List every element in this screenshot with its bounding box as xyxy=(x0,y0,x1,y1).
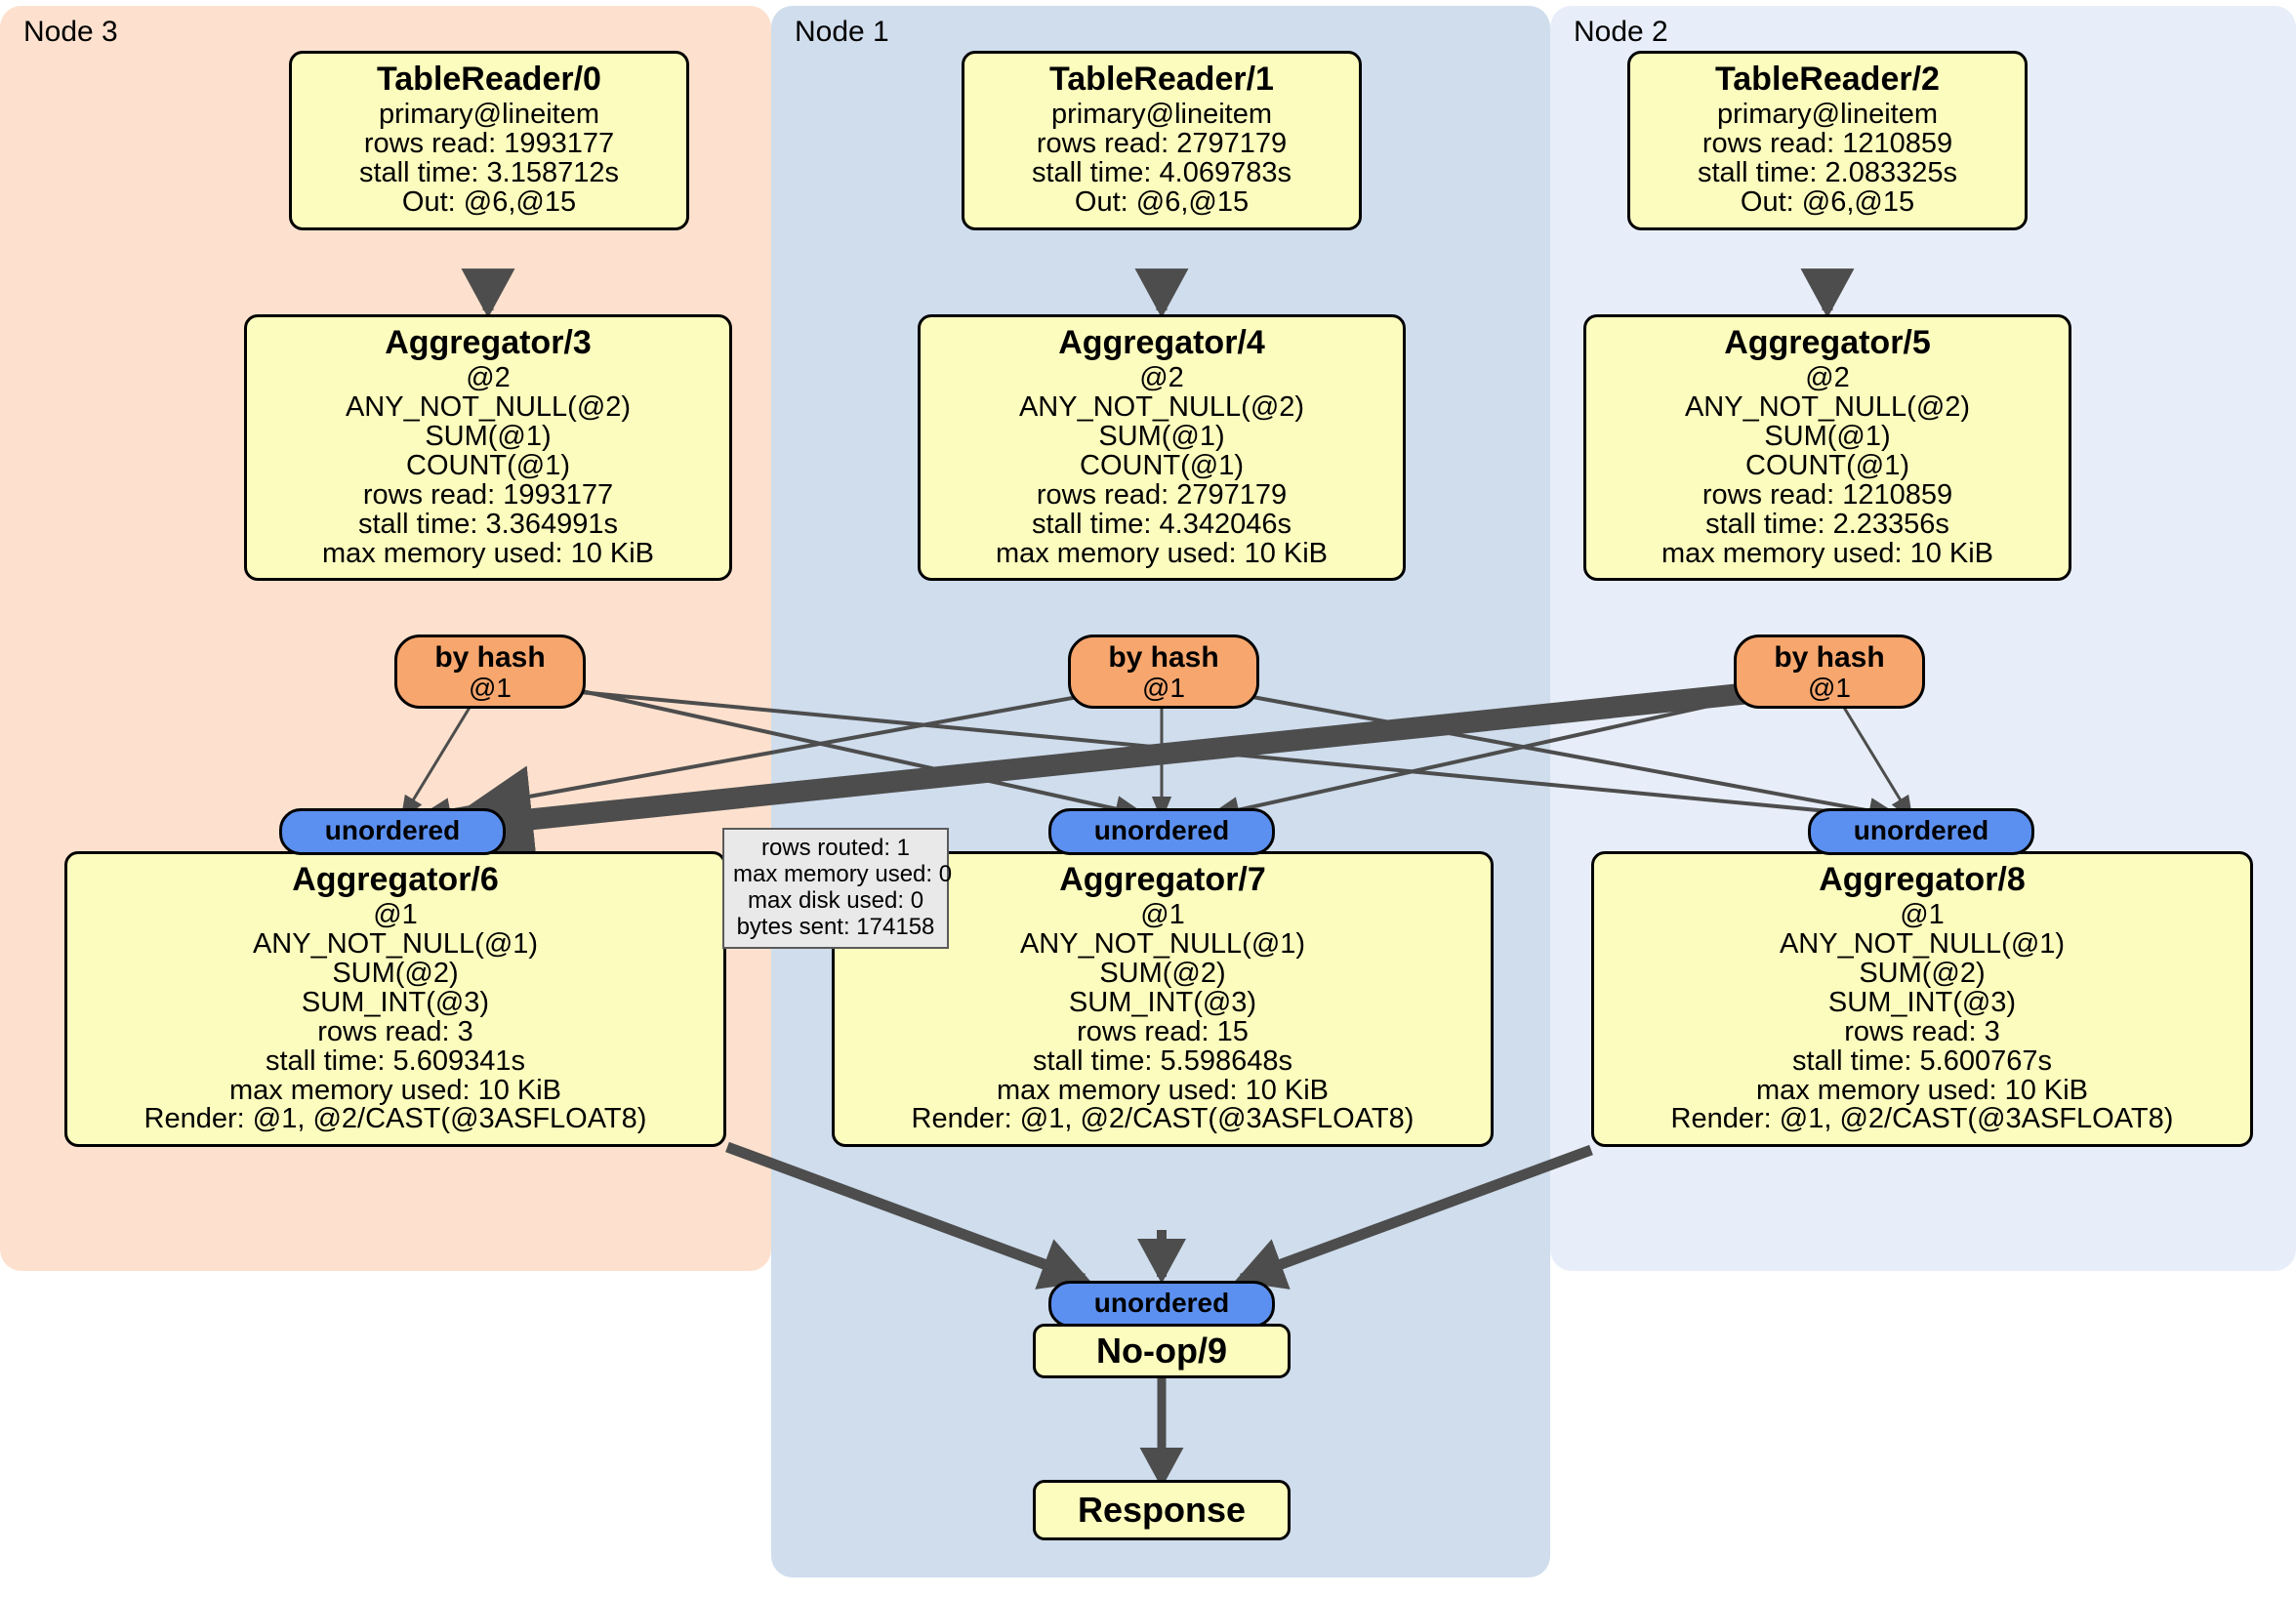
processor-detail-render: Render: @1, @2/CAST(@3ASFLOAT8) xyxy=(144,1103,647,1135)
processor-detail-rows-read: rows read: 3 xyxy=(1844,1015,2000,1047)
processor-detail-group-col: @2 xyxy=(1805,362,1850,394)
processor-detail-agg-2: SUM(@1) xyxy=(1764,421,1891,453)
router-by-hash-node-1[interactable]: by hash @1 xyxy=(1068,635,1259,709)
processor-title: TableReader/0 xyxy=(377,61,601,98)
processor-detail-group-col: @1 xyxy=(373,899,418,931)
processor-detail-max-memory: max memory used: 10 KiB xyxy=(228,1074,562,1106)
processor-no-op-9[interactable]: No-op/9 xyxy=(1033,1324,1291,1378)
processor-detail-render: Render: @1, @2/CAST(@3ASFLOAT8) xyxy=(911,1103,1414,1135)
processor-tablereader-0[interactable]: TableReader/0 primary@lineitem rows read… xyxy=(289,51,689,230)
processor-title: Aggregator/7 xyxy=(1059,861,1266,898)
processor-detail-rows-read: rows read: 1993177 xyxy=(363,128,615,160)
processor-detail-out: Out: @6,@15 xyxy=(1740,186,1915,219)
processor-aggregator-6[interactable]: Aggregator/6 @1 ANY_NOT_NULL(@1) SUM(@2)… xyxy=(64,851,726,1148)
synchronizer-unordered-node-1[interactable]: unordered xyxy=(1048,808,1275,855)
processor-detail-stall-time: stall time: 5.609341s xyxy=(266,1044,525,1077)
processor-detail-agg-1: ANY_NOT_NULL(@1) xyxy=(1779,928,2066,961)
processor-detail-max-memory: max memory used: 10 KiB xyxy=(995,537,1329,569)
processor-detail-group-col: @1 xyxy=(1900,899,1945,931)
processor-detail-max-memory: max memory used: 10 KiB xyxy=(1755,1074,2089,1106)
processor-detail-max-memory: max memory used: 10 KiB xyxy=(996,1074,1330,1106)
router-column-label: @1 xyxy=(1808,672,1851,703)
processor-detail-rows-read: rows read: 2797179 xyxy=(1036,128,1288,160)
processor-detail-rows-read: rows read: 3 xyxy=(317,1015,473,1047)
edge-stats-tooltip: rows routed: 1 max memory used: 0 max di… xyxy=(722,828,953,950)
processor-detail-agg-2: SUM(@2) xyxy=(1099,958,1226,990)
processor-detail-agg-2: SUM(@2) xyxy=(332,958,459,990)
processor-detail-stall-time: stall time: 2.083325s xyxy=(1698,157,1957,189)
processor-detail-stall-time: stall time: 5.600767s xyxy=(1792,1044,2052,1077)
processor-detail-agg-1: ANY_NOT_NULL(@2) xyxy=(1684,391,1971,424)
cluster-label-node-1: Node 1 xyxy=(795,16,889,48)
processor-detail-stall-time: stall time: 3.158712s xyxy=(359,157,619,189)
processor-tablereader-2[interactable]: TableReader/2 primary@lineitem rows read… xyxy=(1627,51,2028,230)
processor-detail-rows-read: rows read: 1210859 xyxy=(1702,128,1953,160)
processor-detail-rows-read: rows read: 1993177 xyxy=(362,478,614,511)
cluster-label-node-2: Node 2 xyxy=(1574,16,1668,48)
processor-detail-agg-3: SUM_INT(@3) xyxy=(1068,987,1257,1019)
cluster-label-node-3: Node 3 xyxy=(23,16,118,48)
processor-title: TableReader/1 xyxy=(1049,61,1274,98)
processor-detail-agg-2: SUM(@1) xyxy=(1098,421,1225,453)
router-column-label: @1 xyxy=(1142,672,1185,703)
processor-detail-stall-time: stall time: 3.364991s xyxy=(358,508,618,540)
processor-detail-render: Render: @1, @2/CAST(@3ASFLOAT8) xyxy=(1670,1103,2174,1135)
router-type-label: by hash xyxy=(434,641,546,674)
processor-response[interactable]: Response xyxy=(1033,1480,1291,1540)
router-column-label: @1 xyxy=(469,672,512,703)
processor-detail-agg-3: COUNT(@1) xyxy=(1745,450,1909,482)
router-type-label: by hash xyxy=(1774,641,1885,674)
processor-detail-out: Out: @6,@15 xyxy=(1074,186,1250,219)
processor-detail-agg-2: SUM(@2) xyxy=(1859,958,1986,990)
processor-detail-agg-2: SUM(@1) xyxy=(425,421,552,453)
processor-detail-stall-time: stall time: 5.598648s xyxy=(1033,1044,1292,1077)
synchronizer-unordered-node-2[interactable]: unordered xyxy=(1808,808,2034,855)
processor-detail-table: primary@lineitem xyxy=(378,99,600,131)
processor-detail-agg-1: ANY_NOT_NULL(@2) xyxy=(1018,391,1305,424)
processor-title: Aggregator/3 xyxy=(385,324,592,361)
processor-title: TableReader/2 xyxy=(1715,61,1940,98)
processor-detail-group-col: @2 xyxy=(466,362,511,394)
processor-detail-agg-3: COUNT(@1) xyxy=(406,450,570,482)
processor-detail-stall-time: stall time: 2.23356s xyxy=(1705,508,1949,540)
processor-detail-agg-3: SUM_INT(@3) xyxy=(1827,987,2017,1019)
processor-detail-stall-time: stall time: 4.342046s xyxy=(1032,508,1292,540)
processor-aggregator-7[interactable]: Aggregator/7 @1 ANY_NOT_NULL(@1) SUM(@2)… xyxy=(832,851,1494,1148)
processor-detail-max-memory: max memory used: 10 KiB xyxy=(321,537,655,569)
processor-detail-rows-read: rows read: 15 xyxy=(1077,1015,1249,1047)
processor-aggregator-3[interactable]: Aggregator/3 @2 ANY_NOT_NULL(@2) SUM(@1)… xyxy=(244,314,732,582)
processor-detail-table: primary@lineitem xyxy=(1716,99,1939,131)
processor-detail-stall-time: stall time: 4.069783s xyxy=(1032,157,1292,189)
processor-tablereader-1[interactable]: TableReader/1 primary@lineitem rows read… xyxy=(962,51,1362,230)
processor-detail-group-col: @2 xyxy=(1139,362,1184,394)
processor-aggregator-8[interactable]: Aggregator/8 @1 ANY_NOT_NULL(@1) SUM(@2)… xyxy=(1591,851,2253,1148)
synchronizer-unordered-final[interactable]: unordered xyxy=(1048,1281,1275,1328)
processor-title: Aggregator/8 xyxy=(1819,861,2026,898)
processor-detail-agg-1: ANY_NOT_NULL(@1) xyxy=(1019,928,1306,961)
stat-max-memory-used: max memory used: 0 xyxy=(733,861,953,888)
stat-rows-routed: rows routed: 1 xyxy=(760,835,911,861)
processor-aggregator-4[interactable]: Aggregator/4 @2 ANY_NOT_NULL(@2) SUM(@1)… xyxy=(918,314,1406,582)
synchronizer-unordered-node-3[interactable]: unordered xyxy=(279,808,506,855)
processor-aggregator-5[interactable]: Aggregator/5 @2 ANY_NOT_NULL(@2) SUM(@1)… xyxy=(1583,314,2071,582)
processor-detail-agg-1: ANY_NOT_NULL(@2) xyxy=(345,391,632,424)
processor-title: Aggregator/6 xyxy=(292,861,499,898)
stat-bytes-sent: bytes sent: 174158 xyxy=(736,914,935,941)
processor-detail-agg-1: ANY_NOT_NULL(@1) xyxy=(252,928,539,961)
processor-detail-group-col: @1 xyxy=(1140,899,1185,931)
processor-detail-table: primary@lineitem xyxy=(1050,99,1273,131)
processor-detail-rows-read: rows read: 2797179 xyxy=(1036,478,1288,511)
router-type-label: by hash xyxy=(1108,641,1219,674)
router-by-hash-node-2[interactable]: by hash @1 xyxy=(1734,635,1925,709)
processor-detail-rows-read: rows read: 1210859 xyxy=(1702,478,1953,511)
processor-title: Aggregator/4 xyxy=(1058,324,1265,361)
processor-detail-out: Out: @6,@15 xyxy=(401,186,577,219)
processor-detail-agg-3: SUM_INT(@3) xyxy=(301,987,490,1019)
stat-max-disk-used: max disk used: 0 xyxy=(747,887,924,915)
processor-title: Aggregator/5 xyxy=(1724,324,1931,361)
router-by-hash-node-3[interactable]: by hash @1 xyxy=(394,635,586,709)
processor-detail-max-memory: max memory used: 10 KiB xyxy=(1660,537,1994,569)
processor-detail-agg-3: COUNT(@1) xyxy=(1080,450,1244,482)
